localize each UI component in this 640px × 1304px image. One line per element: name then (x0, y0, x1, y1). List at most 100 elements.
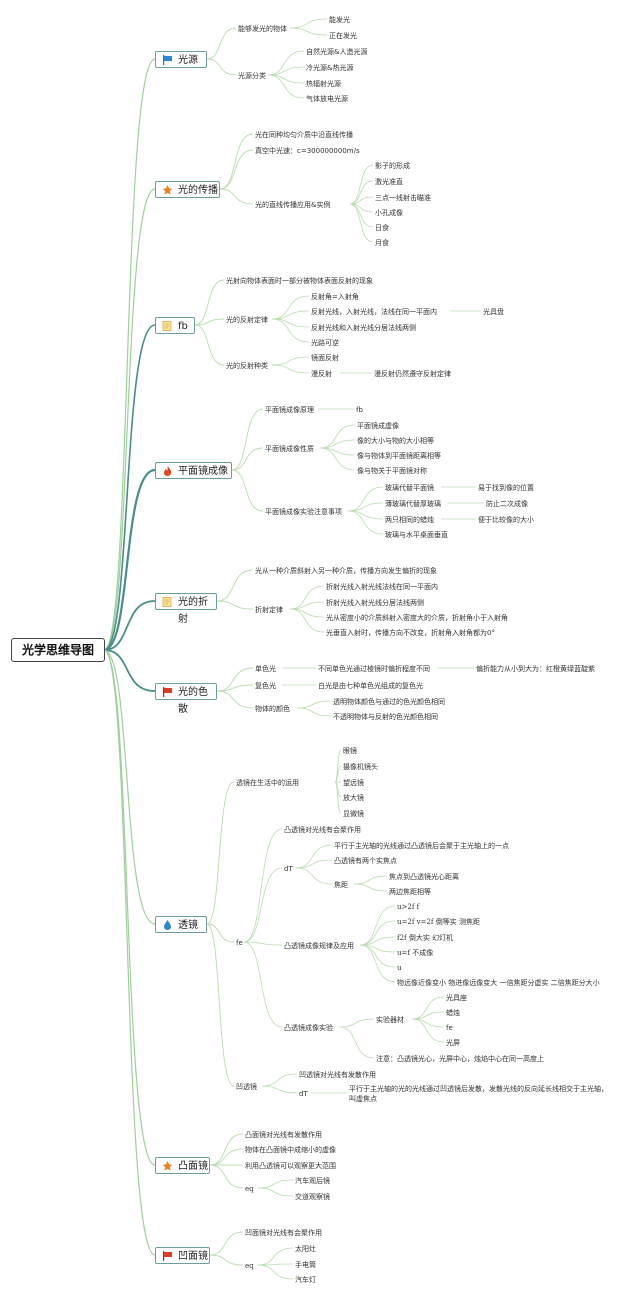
node[interactable]: 交道观察镜 (295, 1193, 330, 1201)
node[interactable]: dT (299, 1090, 308, 1098)
node[interactable]: 两只相同的蜡烛 (385, 516, 434, 524)
node[interactable]: 反射光线，入射光线，法线在同一平面内 (311, 308, 437, 316)
node[interactable]: 凹透镜 (236, 1083, 257, 1091)
topic-lens[interactable]: 透镜 (155, 916, 207, 933)
node[interactable]: 凹面镜对光线有会聚作用 (245, 1229, 322, 1237)
node[interactable]: 放大镜 (343, 794, 364, 802)
node[interactable]: 凸透镜有两个实焦点 (334, 857, 397, 865)
node[interactable]: 注意：凸透镜光心，光屏中心，烛焰中心在同一高度上 (376, 1055, 544, 1063)
node[interactable]: 正在发光 (329, 32, 357, 40)
node[interactable]: 冷光源&热光源 (306, 64, 354, 72)
node[interactable]: 光的反射种类 (226, 362, 268, 370)
node[interactable]: fb (356, 406, 363, 414)
node[interactable]: 白光是由七种单色光组成的复色光 (318, 682, 423, 690)
node[interactable]: u=2f v=2f 倒等实 测焦距 (397, 918, 480, 926)
node[interactable]: 光从密度小的介质斜射入密度大的介质，折射角小于入射角 (326, 614, 508, 622)
node[interactable]: 玻璃代替平面镜 (385, 484, 434, 492)
node[interactable]: 手电筒 (295, 1261, 316, 1269)
node[interactable]: 平面镜成虚像 (357, 422, 399, 430)
node[interactable]: 凸透镜对光线有会聚作用 (284, 826, 361, 834)
node[interactable]: 不同单色光通过棱镜时偏折程度不同 (318, 665, 430, 673)
node[interactable]: 平行于主光轴的光线通过凸透镜后会聚于主光轴上的一点 (334, 842, 509, 850)
node[interactable]: 像与物关于平面镜对称 (357, 467, 427, 475)
node[interactable]: 平行于主光轴的光的光线通过凹透镜后发散，发散光线的反向延长线相交于主光轴，叫虚焦… (349, 1085, 608, 1103)
topic-plane-mirror[interactable]: 平面镜成像 (155, 462, 232, 479)
node[interactable]: 汽车观后镜 (295, 1177, 330, 1185)
node[interactable]: 反射光线和入射光线分居法线两侧 (311, 324, 416, 332)
node[interactable]: 汽车灯 (295, 1276, 316, 1284)
node[interactable]: 蜡烛 (446, 1009, 460, 1017)
node[interactable]: 光具盘 (483, 308, 504, 316)
topic-reflection[interactable]: fb (155, 317, 195, 334)
node[interactable]: 光从一种介质斜射入另一种介质，传播方向发生偏折的现象 (255, 567, 437, 575)
node[interactable]: 光屏 (446, 1039, 460, 1047)
node[interactable]: 平面镜成像实验注意事项 (265, 508, 342, 516)
node[interactable]: eq (245, 1185, 254, 1193)
node[interactable]: 光垂直入射时，传播方向不改变，折射角入射角都为0° (326, 629, 495, 637)
node[interactable]: 摄像机镜头 (343, 763, 378, 771)
node[interactable]: 物远像近像变小 物进像远像变大 一倍焦距分虚实 二倍焦距分大小 (397, 979, 600, 987)
node[interactable]: 光路可逆 (311, 339, 339, 347)
node[interactable]: 光具座 (446, 994, 467, 1002)
node[interactable]: fe (236, 939, 243, 947)
node[interactable]: 凹透镜对光线有发散作用 (299, 1071, 376, 1079)
node[interactable]: 凸面镜对光线有发散作用 (245, 1131, 322, 1139)
node[interactable]: 自然光源&人造光源 (306, 48, 368, 56)
node[interactable]: 折射光线入射光线法线在同一平面内 (326, 583, 438, 591)
node[interactable]: 太阳灶 (295, 1245, 316, 1253)
topic-dispersion[interactable]: 光的色散 (155, 683, 217, 715)
node[interactable]: dT (284, 865, 293, 873)
node[interactable]: u=f 不成像 (397, 949, 434, 957)
node[interactable]: 光的直线传播应用&实例 (255, 201, 331, 209)
node[interactable]: 日食 (375, 224, 389, 232)
node[interactable]: 复色光 (255, 682, 276, 690)
node[interactable]: 不透明物体与反射的色光颜色相同 (333, 713, 438, 721)
node[interactable]: 平面镜成像原理 (265, 406, 314, 414)
node[interactable]: 折射光线入射光线分居法线两侧 (326, 599, 424, 607)
node[interactable]: 实验器材 (376, 1016, 404, 1024)
node[interactable]: 凸透镜成像实验 (284, 1024, 333, 1032)
node[interactable]: 镜面反射 (311, 354, 339, 362)
node[interactable]: 漫反射仍然遵守反射定律 (374, 370, 451, 378)
topic-light-source[interactable]: 光源 (155, 51, 207, 68)
node[interactable]: 防止二次成像 (486, 500, 528, 508)
node[interactable]: 易于找到像的位置 (478, 484, 534, 492)
node[interactable]: 平面镜成像性质 (265, 445, 314, 453)
node[interactable]: 单色光 (255, 665, 276, 673)
node[interactable]: fe (446, 1024, 453, 1032)
node[interactable]: 月食 (375, 239, 389, 247)
node[interactable]: 光射向物体表面时一部分被物体表面反射的现象 (226, 277, 373, 285)
node[interactable]: 能发光 (329, 16, 350, 24)
node[interactable]: 热辐射光源 (306, 80, 341, 88)
node[interactable]: 透镜在生活中的运用 (236, 779, 299, 787)
node[interactable]: 焦距 (334, 881, 348, 889)
node[interactable]: 显微镜 (343, 810, 364, 818)
node[interactable]: 影子的形成 (375, 162, 410, 170)
node[interactable]: 激光准直 (375, 178, 403, 186)
node[interactable]: u (397, 964, 402, 972)
topic-refraction[interactable]: 光的折射 (155, 593, 217, 625)
node[interactable]: 光在同种均匀介质中沿直线传播 (255, 131, 353, 139)
node[interactable]: u>2f f (397, 903, 420, 911)
node[interactable]: 望远镜 (343, 779, 364, 787)
topic-concave-mirror[interactable]: 凹面镜 (155, 1247, 210, 1264)
node[interactable]: 焦点到凸透镜光心距离 (389, 873, 459, 881)
topic-convex-mirror[interactable]: 凸面镜 (155, 1157, 210, 1174)
node[interactable]: 薄玻璃代替厚玻璃 (385, 500, 441, 508)
node[interactable]: 便于比较像的大小 (478, 516, 534, 524)
node[interactable]: 气体放电光源 (306, 95, 348, 103)
node[interactable]: eq (245, 1262, 254, 1270)
node[interactable]: 像与物体到平面镜距离相等 (357, 452, 441, 460)
root-node[interactable]: 光学思维导图 (11, 638, 105, 662)
node[interactable]: 偏折能力从小到大为：红橙黄绿蓝靛紫 (476, 665, 595, 673)
topic-light-propagation[interactable]: 光的传播 (155, 181, 220, 198)
node[interactable]: f2f 倒大实 幻灯机 (397, 934, 454, 942)
node[interactable]: 两边焦距相等 (389, 888, 431, 896)
node[interactable]: 光源分类 (238, 72, 266, 80)
node[interactable]: 小孔成像 (375, 209, 403, 217)
node[interactable]: 光的反射定律 (226, 316, 268, 324)
node[interactable]: 能够发光的物体 (238, 25, 287, 33)
node[interactable]: 物体在凸面镜中成缩小的虚像 (245, 1146, 336, 1154)
node[interactable]: 玻璃与水平桌面垂直 (385, 531, 448, 539)
node[interactable]: 真空中光速：c=300000000m/s (255, 147, 360, 155)
